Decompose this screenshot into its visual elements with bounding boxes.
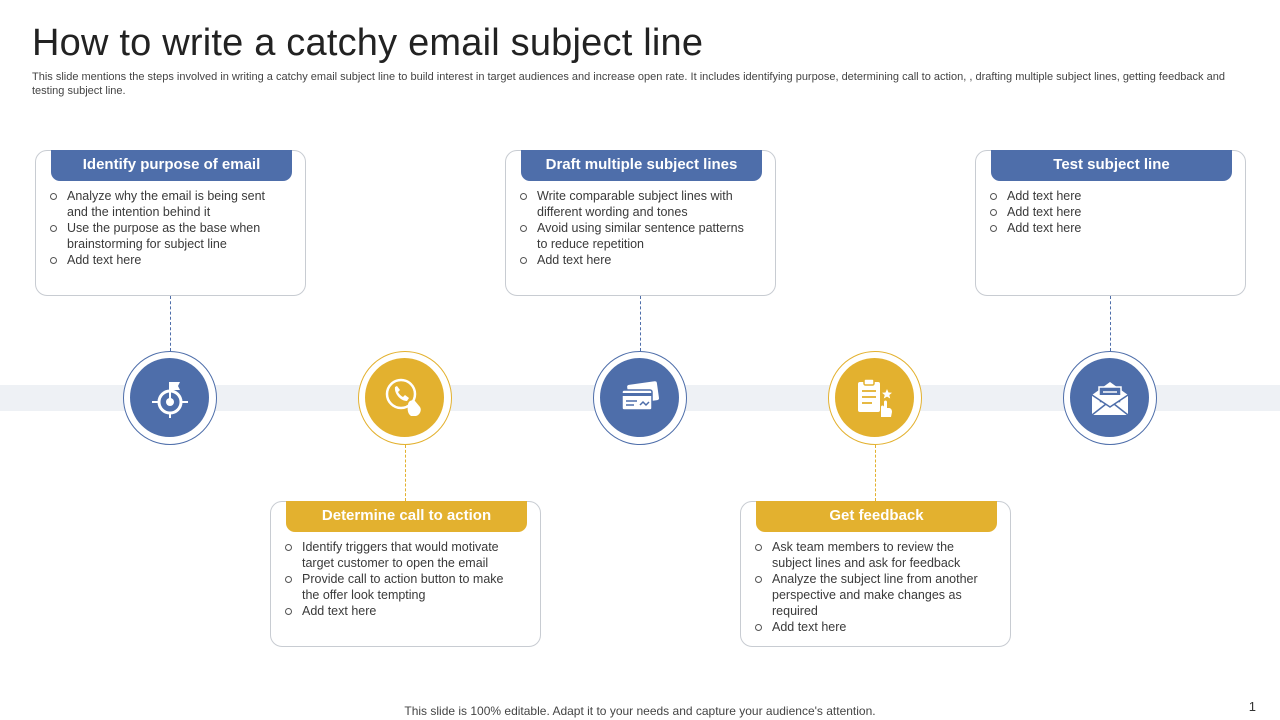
- list-item: Add text here: [990, 204, 1226, 220]
- list-item: Analyze the subject line from another pe…: [755, 571, 991, 619]
- step-bullet-list: Add text here Add text here Add text her…: [990, 188, 1226, 236]
- step-header: Test subject line: [991, 150, 1232, 181]
- step-circle-3: [593, 351, 687, 445]
- step-header: Get feedback: [756, 501, 997, 532]
- list-item: Add text here: [520, 252, 756, 268]
- page-number: 1: [1248, 699, 1256, 714]
- list-item: Analyze why the email is being sent and …: [50, 188, 286, 220]
- list-item: Write comparable subject lines with diff…: [520, 188, 756, 220]
- step-circle-1: [123, 351, 217, 445]
- list-item: Add text here: [755, 619, 991, 635]
- slide-title: How to write a catchy email subject line: [32, 22, 704, 64]
- step-bullet-list: Analyze why the email is being sent and …: [50, 188, 286, 268]
- step-header: Draft multiple subject lines: [521, 150, 762, 181]
- target-flag-icon: [152, 382, 188, 418]
- list-item: Identify triggers that would motivate ta…: [285, 539, 521, 571]
- step-bullet-list: Identify triggers that would motivate ta…: [285, 539, 521, 619]
- step-card-draft-subject-lines: Draft multiple subject lines Write compa…: [505, 150, 776, 296]
- step-circle-2: [358, 351, 452, 445]
- list-item: Add text here: [50, 252, 286, 268]
- connector-line: [875, 445, 876, 501]
- step-header: Determine call to action: [286, 501, 527, 532]
- step-bullet-list: Ask team members to review the subject l…: [755, 539, 991, 635]
- step-card-identify-purpose: Identify purpose of email Analyze why th…: [35, 150, 306, 296]
- step-header: Identify purpose of email: [51, 150, 292, 181]
- list-item: Add text here: [285, 603, 521, 619]
- list-item: Add text here: [990, 220, 1226, 236]
- connector-line: [405, 445, 406, 501]
- step-card-test-subject-line: Test subject line Add text here Add text…: [975, 150, 1246, 296]
- list-item: Add text here: [990, 188, 1226, 204]
- list-item: Provide call to action button to make th…: [285, 571, 521, 603]
- connector-line: [170, 296, 171, 351]
- list-item: Use the purpose as the base when brainst…: [50, 220, 286, 252]
- step-circle-5: [1063, 351, 1157, 445]
- step-card-get-feedback: Get feedback Ask team members to review …: [740, 501, 1011, 647]
- slide-footer: This slide is 100% editable. Adapt it to…: [404, 704, 876, 718]
- slide-subtitle: This slide mentions the steps involved i…: [32, 71, 1225, 97]
- feedback-clipboard-icon: [858, 378, 892, 417]
- phone-call-icon: [385, 378, 421, 416]
- step-bullet-list: Write comparable subject lines with diff…: [520, 188, 756, 268]
- email-drafts-icon: [621, 381, 659, 411]
- step-circle-4: [828, 351, 922, 445]
- connector-line: [1110, 296, 1111, 351]
- connector-line: [640, 296, 641, 351]
- list-item: Ask team members to review the subject l…: [755, 539, 991, 571]
- list-item: Avoid using similar sentence patterns to…: [520, 220, 756, 252]
- step-card-call-to-action: Determine call to action Identify trigge…: [270, 501, 541, 647]
- envelope-icon: [1091, 382, 1129, 416]
